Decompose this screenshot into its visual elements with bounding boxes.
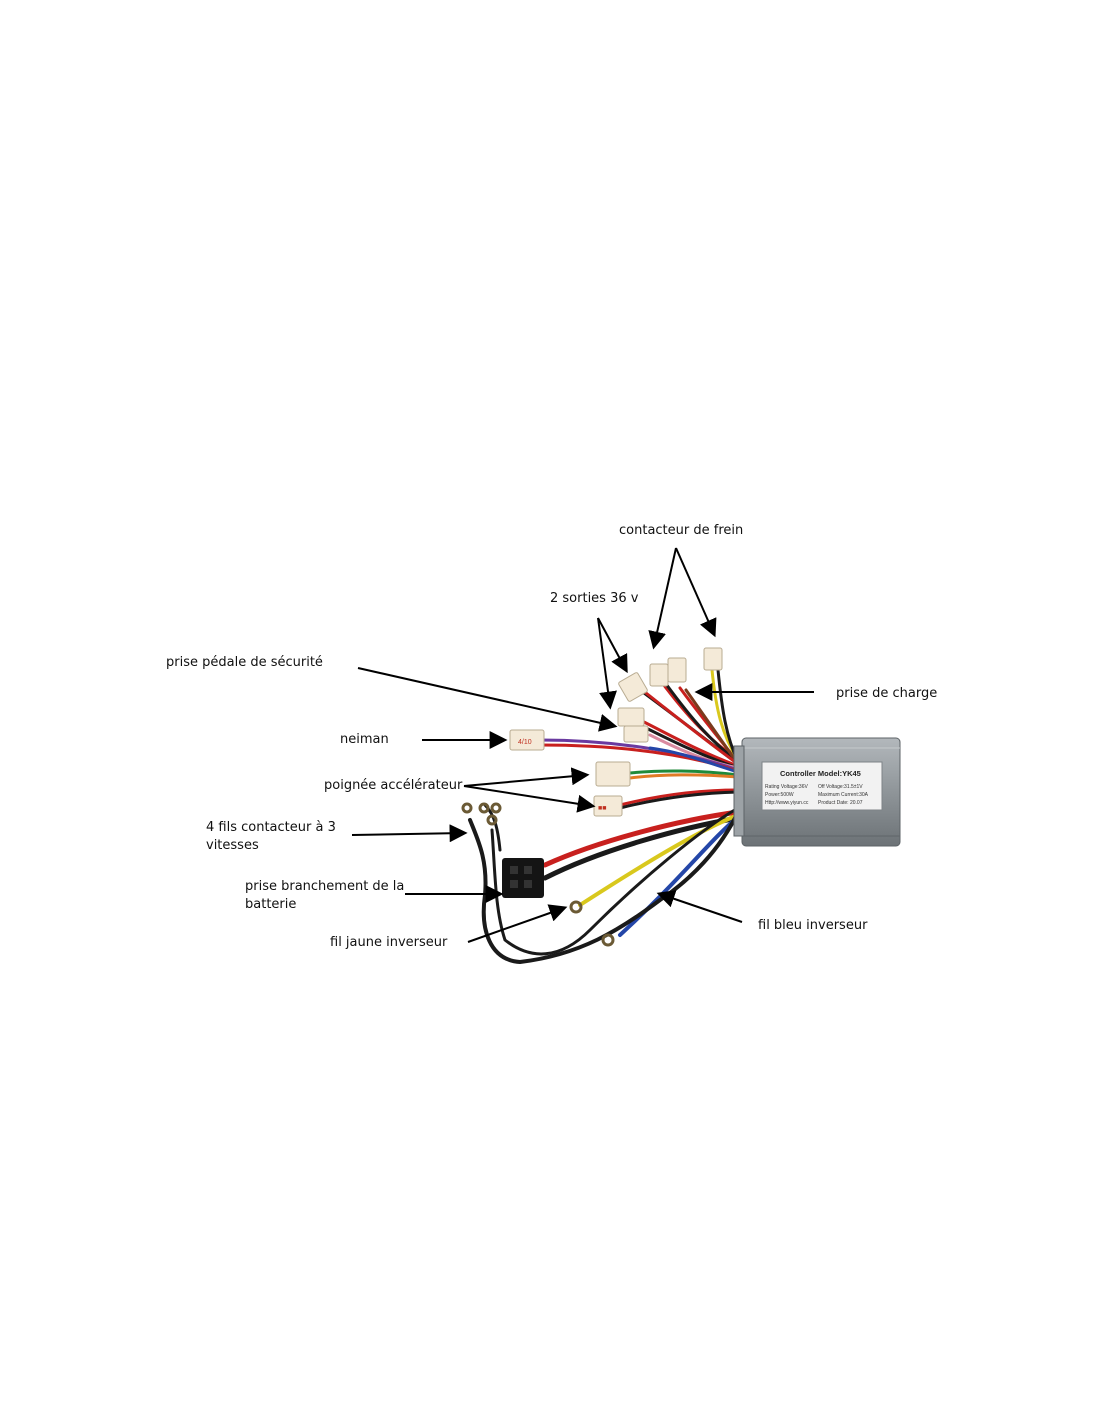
controller-max-current: Maximum Current:30A bbox=[818, 792, 869, 798]
plug-neiman bbox=[509, 729, 545, 751]
label-contacteur-frein: contacteur de frein bbox=[619, 523, 744, 538]
controller-website: Http://www.yiyun.cc bbox=[765, 800, 809, 806]
controller-rating-voltage: Rating Voltage:36V bbox=[765, 784, 808, 790]
arrow-jaune bbox=[467, 904, 568, 943]
controller-model: Controller Model:YK45 bbox=[780, 769, 861, 778]
ring-speed-1 bbox=[461, 802, 473, 814]
controller-label-plate bbox=[761, 761, 883, 811]
ring-speed-4 bbox=[486, 814, 498, 826]
annotation-arrows bbox=[351, 547, 814, 943]
wire-yellow-phase bbox=[578, 813, 740, 907]
label-batterie-1: prise branchement de la bbox=[245, 879, 405, 894]
arrow-poignee-lower bbox=[463, 785, 596, 813]
plug-charge bbox=[703, 647, 723, 671]
label-contacteur-vitesses-2: vitesses bbox=[206, 838, 259, 853]
plug-brake-2 bbox=[667, 657, 687, 683]
controller-product-date: Product Date: 20.07 bbox=[818, 800, 863, 806]
arrow-sorties-upper bbox=[597, 617, 628, 674]
label-sorties-36v: 2 sorties 36 v bbox=[550, 591, 639, 606]
arrow-sorties-lower bbox=[597, 617, 617, 710]
label-fil-bleu: fil bleu inverseur bbox=[758, 918, 868, 933]
label-batterie-2: batterie bbox=[245, 897, 297, 912]
plug-output-2 bbox=[617, 707, 645, 727]
wire-black-reverse bbox=[468, 810, 740, 965]
label-pedale-securite: prise pédale de sécurité bbox=[166, 655, 323, 670]
label-contacteur-vitesses-1: 4 fils contacteur à 3 bbox=[206, 820, 336, 835]
ring-speed-3 bbox=[490, 802, 502, 814]
controller-box: Controller Model:YK45 Rating Voltage:36V… bbox=[733, 737, 901, 847]
ring-terminals bbox=[461, 802, 615, 947]
arrow-vitesses bbox=[351, 824, 468, 843]
connector-plugs: 4/10 ■■ bbox=[509, 647, 723, 817]
arrow-frein-right bbox=[675, 547, 717, 638]
wire-black-throttle2 bbox=[618, 790, 740, 810]
wire-black-brake1 bbox=[664, 682, 740, 764]
wire-orange-throttle bbox=[628, 773, 740, 780]
plug-pedal bbox=[623, 725, 649, 743]
plug-throttle-mark: ■■ bbox=[598, 805, 606, 812]
wire-red-out1 bbox=[644, 691, 740, 766]
wire-red-out2 bbox=[638, 718, 740, 768]
ring-speed-2 bbox=[478, 802, 490, 814]
wire-blue-mid bbox=[648, 746, 740, 774]
ring-yellow bbox=[569, 900, 583, 914]
plug-brake-1 bbox=[649, 663, 669, 687]
label-neiman: neiman bbox=[340, 732, 389, 747]
wire-brown-brake2 bbox=[684, 688, 740, 766]
label-prise-charge: prise de charge bbox=[836, 686, 938, 701]
wire-red-throttle2 bbox=[618, 788, 740, 807]
arrow-pedale bbox=[357, 667, 618, 732]
label-fil-jaune: fil jaune inverseur bbox=[330, 935, 448, 950]
arrow-frein-left bbox=[648, 547, 677, 650]
arrow-bleu bbox=[656, 890, 743, 923]
plug-throttle-1 bbox=[595, 761, 631, 787]
plug-neiman-mark: 4/10 bbox=[518, 739, 532, 746]
controller-off-voltage: Off Voltage:31.5±1V bbox=[818, 784, 863, 790]
wire-red-power bbox=[542, 809, 741, 868]
ring-blue bbox=[601, 933, 615, 947]
plug-output-1 bbox=[618, 672, 648, 702]
controller-power: Power:500W bbox=[765, 792, 794, 798]
label-poignee-accelerateur: poignée accélérateur bbox=[324, 778, 463, 793]
battery-connector bbox=[502, 858, 544, 898]
wire-green-throttle bbox=[628, 769, 740, 777]
arrow-poignee-upper bbox=[463, 767, 590, 787]
